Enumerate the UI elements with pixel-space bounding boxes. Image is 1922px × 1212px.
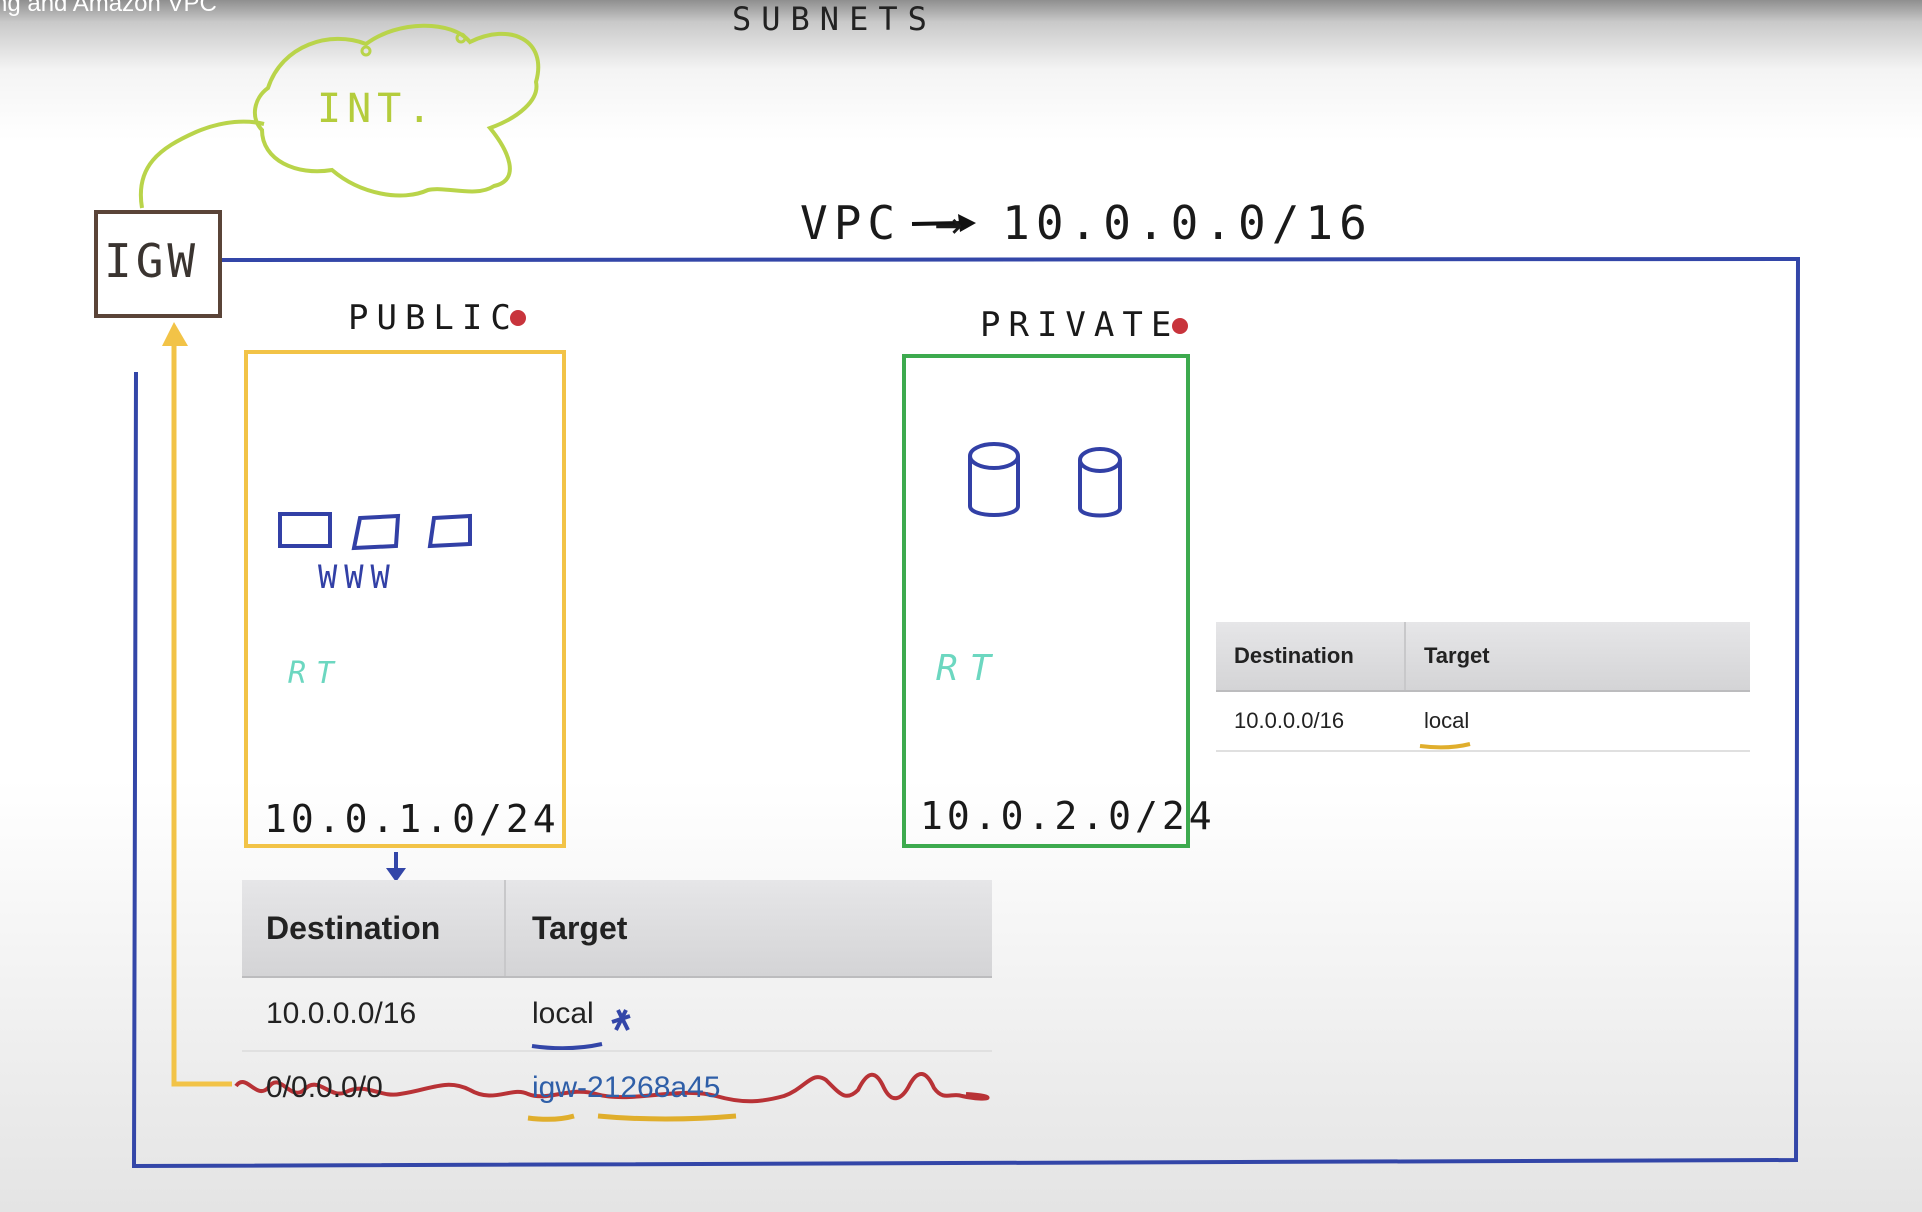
vpc-boundary — [131, 256, 1801, 1169]
destination-cell: 0/0.0.0/0 — [266, 1071, 383, 1104]
destination-header: Destination — [266, 909, 441, 946]
igw-to-internet-line — [138, 119, 265, 209]
database-icons — [968, 442, 1122, 518]
destination-cell: 10.0.0.0/16 — [1234, 708, 1345, 733]
igw-route-arrow — [171, 340, 232, 1087]
route-table-header: Destination Target — [1216, 622, 1750, 692]
public-subnet-cidr: 10.0.1.0/24 — [264, 797, 560, 841]
vpc-cidr-label: VPC → 10.0.0.0/16 — [800, 196, 1373, 250]
private-route-table-label: RT — [936, 648, 1004, 689]
target-cell: local — [1424, 708, 1470, 733]
route-table-header: Destination Target — [242, 880, 992, 978]
private-subnet-cidr: 10.0.2.0/24 — [920, 794, 1216, 838]
public-subnet-label: PUBLIC — [348, 298, 519, 338]
igw-box — [94, 210, 222, 318]
subnets-heading: SUBNETS — [732, 0, 937, 38]
video-title: ng and Amazon VPC — [0, 0, 217, 17]
target-header: Target — [504, 880, 992, 976]
table-row: 10.0.0.0/16 local — [242, 978, 992, 1052]
public-route-table-label: RT — [288, 656, 345, 691]
private-subnet — [902, 354, 1190, 848]
private-subnet-label: PRIVATE — [980, 305, 1180, 345]
route-scribble — [234, 1072, 990, 1104]
internet-label: INT. — [317, 86, 438, 132]
table-row: 10.0.0.0/16 local — [1216, 692, 1750, 752]
web-server-icons — [278, 512, 472, 551]
target-cell: local — [532, 997, 594, 1030]
igw-label: IGW — [104, 234, 200, 288]
private-route-table: Destination Target 10.0.0.0/16 local — [1216, 622, 1750, 752]
table-row: 0/0.0.0/0 igw-21268a45 — [242, 1052, 992, 1124]
web-servers-label: WWW — [318, 558, 397, 596]
target-header: Target — [1404, 622, 1750, 690]
destination-cell: 10.0.0.0/16 — [266, 997, 417, 1030]
public-subnet — [244, 350, 566, 848]
internet-cloud-icon — [252, 23, 541, 198]
igw-target-link[interactable]: igw-21268a45 — [532, 1071, 721, 1104]
destination-header: Destination — [1234, 643, 1354, 668]
public-route-table: Destination Target 10.0.0.0/16 local 0/0… — [242, 880, 992, 1124]
